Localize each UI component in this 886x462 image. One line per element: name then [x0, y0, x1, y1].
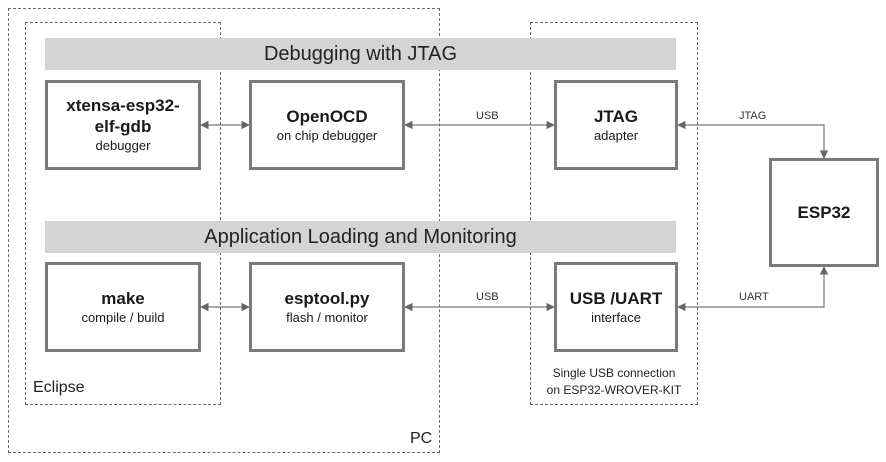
- usb-uart-title: USB /UART: [569, 288, 663, 308]
- usb-bottom-label: USB: [476, 291, 499, 303]
- esp32-box: ESP32: [769, 158, 879, 267]
- jtag-debug-banner: Debugging with JTAG: [45, 38, 676, 70]
- make-subtitle: compile / build: [81, 309, 165, 325]
- openocd-subtitle: on chip debugger: [276, 127, 378, 143]
- gdb-title: xtensa-esp32-elf-gdb: [66, 96, 180, 136]
- jtag-adapter-subtitle: adapter: [593, 127, 639, 143]
- gdb-box: xtensa-esp32-elf-gdb debugger: [45, 80, 201, 170]
- esptool-subtitle: flash / monitor: [286, 309, 368, 325]
- wrover-kit-note-line1: Single USB connection: [552, 366, 676, 380]
- make-title: make: [101, 288, 145, 308]
- usb-uart-subtitle: interface: [591, 309, 641, 325]
- jtag-adapter-title: JTAG: [593, 106, 639, 126]
- eclipse-label: Eclipse: [33, 379, 85, 396]
- jtag-adapter-box: JTAG adapter: [554, 80, 678, 170]
- wrover-kit-region: [530, 22, 698, 405]
- eclipse-region: [25, 22, 221, 405]
- openocd-title: OpenOCD: [286, 106, 368, 126]
- app-loading-banner: Application Loading and Monitoring: [45, 221, 676, 253]
- esp32-title: ESP32: [797, 203, 851, 222]
- wrover-kit-note-line2: on ESP32-WROVER-KIT: [546, 383, 682, 397]
- pc-label: PC: [410, 430, 433, 447]
- uart-label: UART: [739, 291, 769, 303]
- esptool-box: esptool.py flash / monitor: [249, 262, 405, 352]
- jtag-label: JTAG: [739, 110, 767, 122]
- openocd-box: OpenOCD on chip debugger: [249, 80, 405, 170]
- esptool-title: esptool.py: [284, 288, 370, 308]
- jtag-esp32-arrow: [677, 120, 829, 159]
- make-box: make compile / build: [45, 262, 201, 352]
- wrover-kit-note: Single USB connection on ESP32-WROVER-KI…: [530, 365, 698, 399]
- gdb-subtitle: debugger: [95, 138, 151, 153]
- uart-esp32-arrow: [677, 266, 829, 312]
- usb-uart-box: USB /UART interface: [554, 262, 678, 352]
- usb-top-label: USB: [476, 110, 499, 122]
